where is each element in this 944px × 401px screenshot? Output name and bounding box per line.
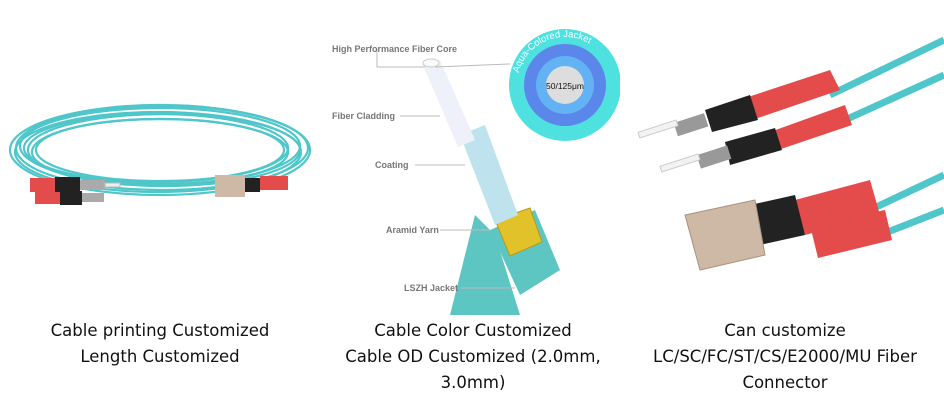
label-lszh-jacket: LSZH Jacket [404, 283, 458, 293]
cable-coil-image [8, 103, 312, 205]
st-connector-pair [637, 36, 944, 173]
caption-line: Length Customized [80, 347, 240, 366]
caption-line: 3.0mm) [440, 373, 506, 392]
label-fiber-cladding: Fiber Cladding [332, 111, 395, 121]
caption-line: Cable OD Customized (2.0mm, [345, 347, 601, 366]
core-size: 50/125μm [546, 81, 584, 91]
label-fiber-core: High Performance Fiber Core [332, 44, 457, 54]
caption-cable-printing: Cable printing Customized Length Customi… [20, 318, 300, 370]
caption-line: Cable printing Customized [50, 321, 270, 340]
sc-connector-right [215, 175, 288, 197]
label-coating: Coating [375, 160, 409, 170]
sc-connector-pair [684, 171, 944, 271]
label-aramid-yarn: Aramid Yarn [386, 225, 439, 235]
caption-line: Can customize [724, 321, 846, 340]
connector-image [637, 36, 944, 271]
cross-section-icon: Aqua-Colored Jacket 50/125μm [509, 29, 620, 141]
caption-line: Cable Color Customized [374, 321, 572, 340]
caption-line: Connector [742, 373, 828, 392]
caption-cable-color: Cable Color Customized Cable OD Customiz… [333, 318, 613, 396]
cable-structure-diagram: High Performance Fiber Core Fiber Claddi… [332, 29, 620, 315]
st-connector-left [30, 177, 121, 205]
caption-line: LC/SC/FC/ST/CS/E2000/MU Fiber [653, 347, 917, 366]
caption-connector: Can customize LC/SC/FC/ST/CS/E2000/MU Fi… [645, 318, 925, 396]
